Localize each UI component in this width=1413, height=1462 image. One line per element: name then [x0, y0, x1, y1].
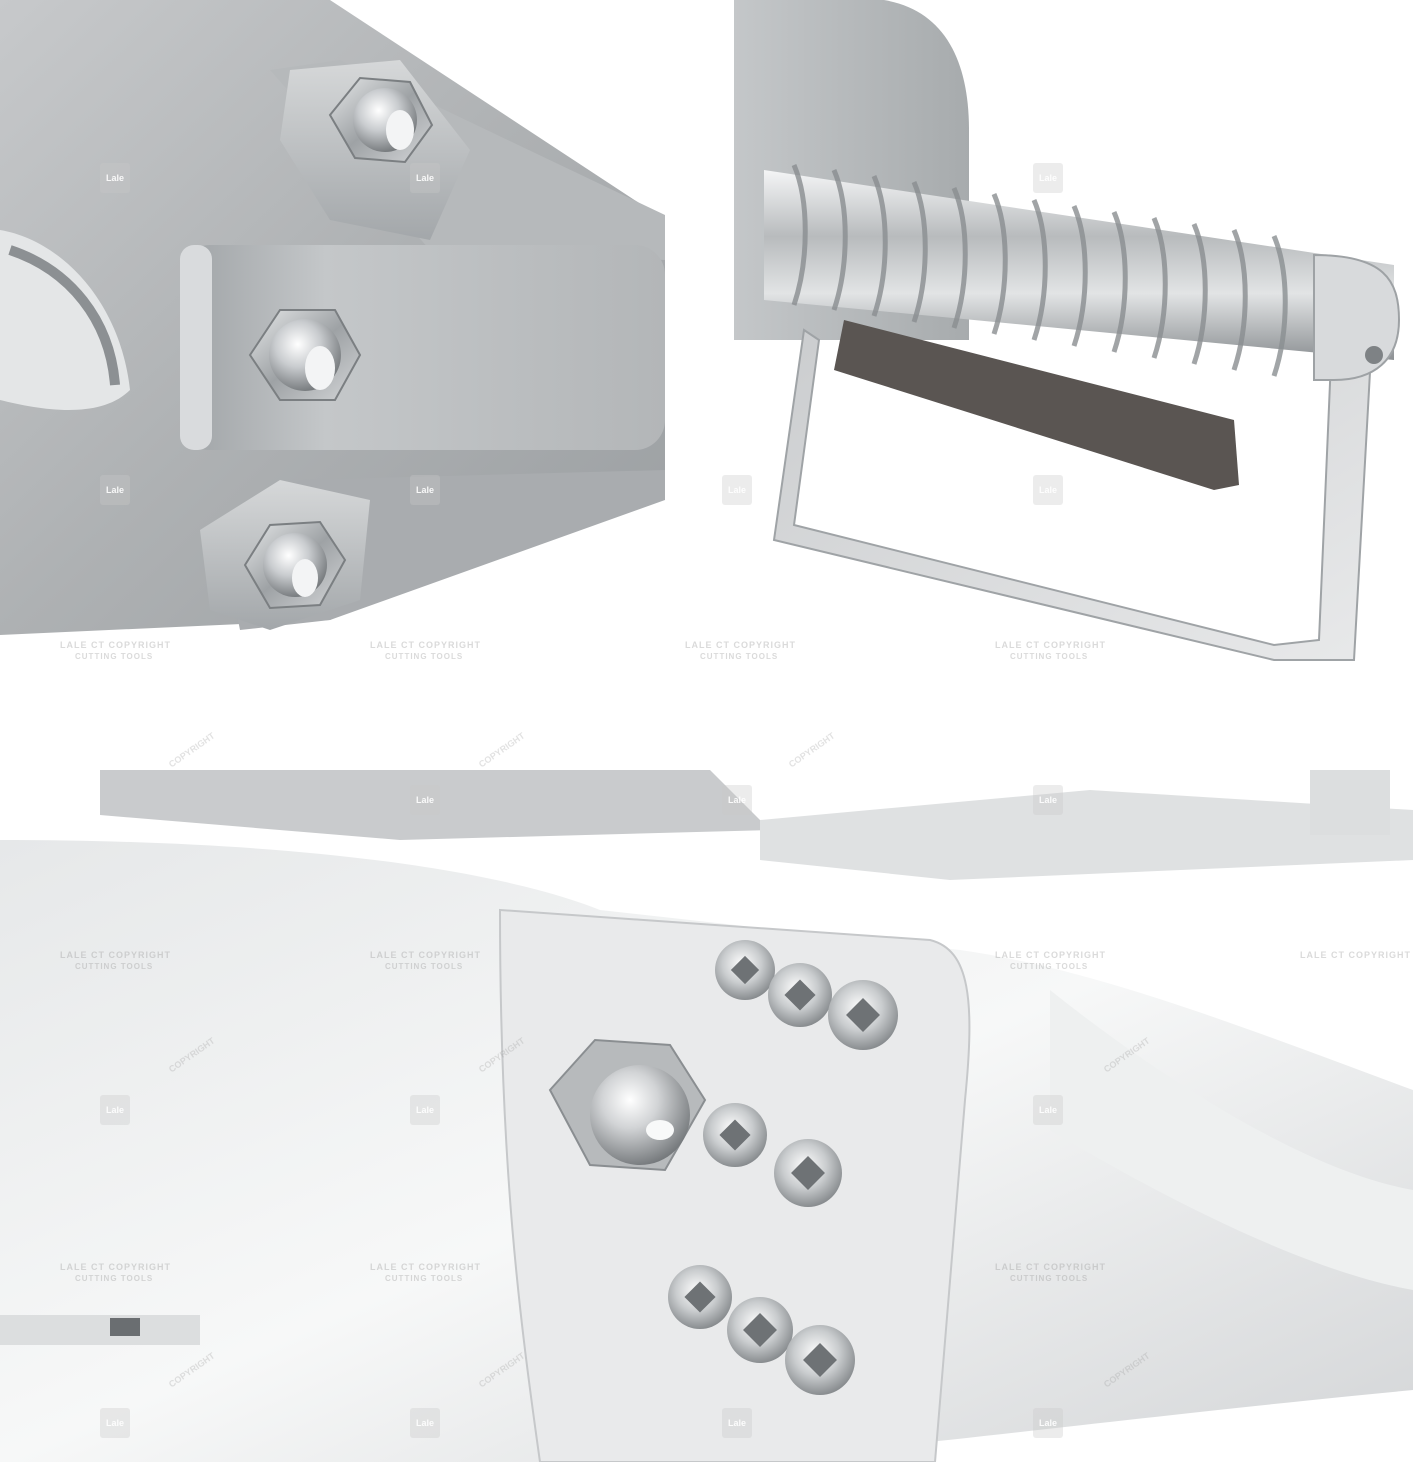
- socket-screw: [768, 963, 832, 1027]
- socket-screw-group: [668, 940, 898, 1395]
- blade: [834, 320, 1239, 490]
- photo-panel-screw-plate: [0, 770, 1413, 1462]
- upper-bar: [100, 770, 770, 840]
- hex-bolt-center: [248, 309, 362, 401]
- socket-screw: [668, 1265, 732, 1329]
- watermark-subtext: CUTTING TOOLS: [385, 652, 464, 661]
- watermark-text: LALE CT COPYRIGHT: [60, 640, 171, 650]
- socket-screw: [703, 1103, 767, 1167]
- threaded-rod: [764, 164, 1401, 381]
- screw-rod-render: [734, 0, 1413, 685]
- watermark-badge: COPYRIGHT: [786, 730, 837, 770]
- hex-bolt-bottom: [243, 520, 347, 610]
- curved-cutout: [0, 230, 130, 410]
- photo-panel-pivot-links: [0, 0, 665, 640]
- watermark-badge: COPYRIGHT: [476, 730, 527, 770]
- photo-panel-screw-rod: [734, 0, 1413, 685]
- hex-bolt-top: [328, 76, 434, 164]
- socket-screw: [774, 1139, 842, 1207]
- watermark-text: LALE CT COPYRIGHT: [370, 640, 481, 650]
- socket-screw: [727, 1297, 793, 1363]
- screw-plate-render: [0, 770, 1413, 1462]
- watermark-badge: COPYRIGHT: [166, 730, 217, 770]
- hex-bolt-dome: [548, 1038, 707, 1172]
- center-link: [180, 245, 665, 450]
- socket-screw: [715, 940, 775, 1000]
- upper-bar-right: [760, 790, 1413, 880]
- watermark-subtext: CUTTING TOOLS: [75, 652, 154, 661]
- pivot-links-render: [0, 0, 665, 640]
- socket-screw: [828, 980, 898, 1050]
- socket-screw: [785, 1325, 855, 1395]
